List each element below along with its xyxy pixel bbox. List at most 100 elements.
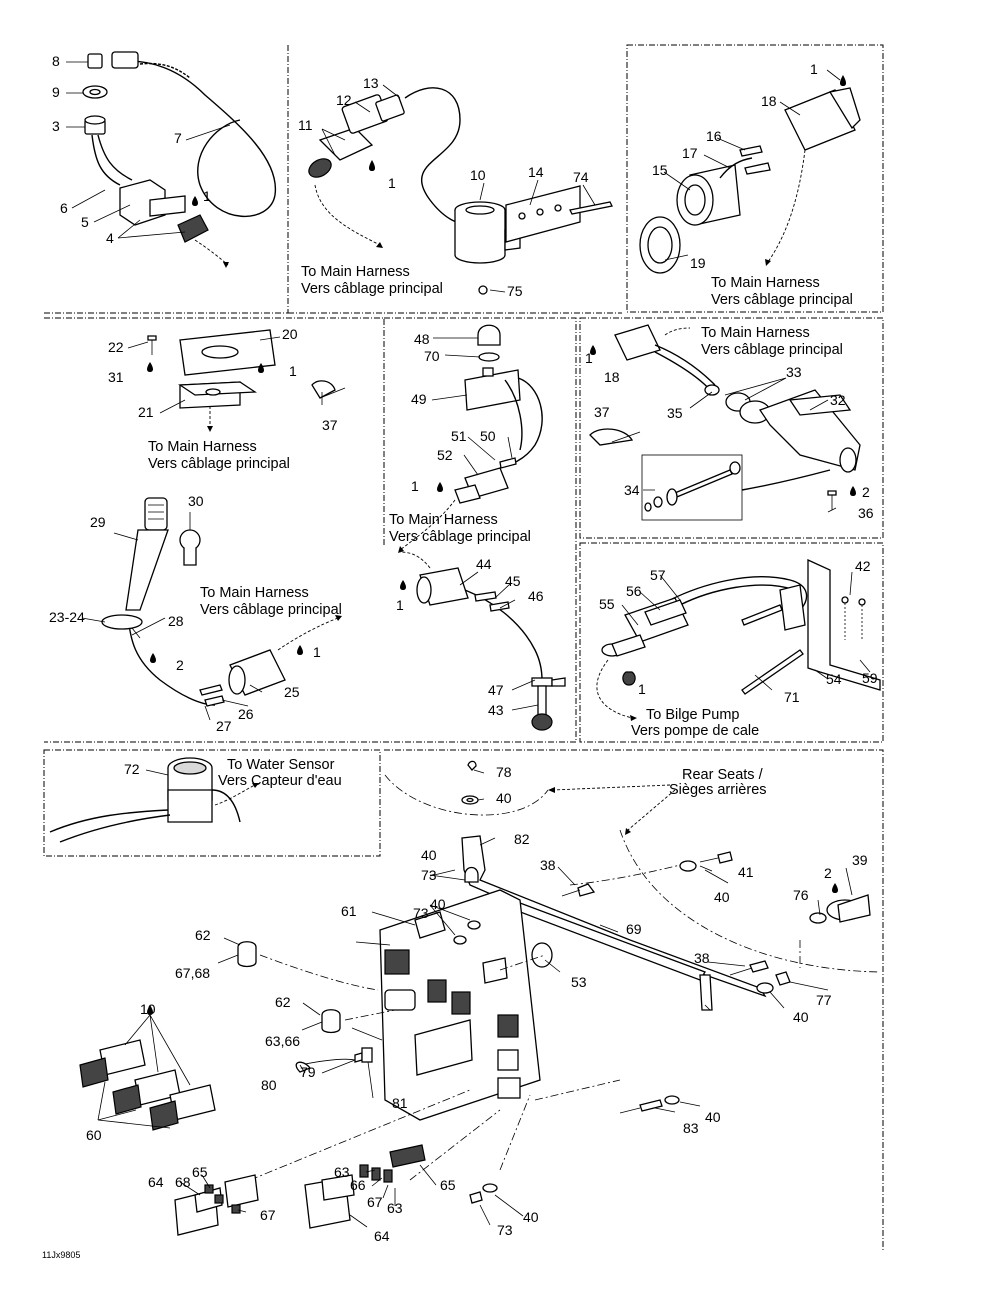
label-1-d: 1 (289, 363, 297, 379)
label-1-c: 1 (810, 61, 818, 77)
label-40-c: 40 (430, 896, 446, 912)
label-74: 74 (573, 169, 589, 185)
label-70: 70 (424, 348, 440, 364)
label-3: 3 (52, 118, 60, 134)
panel-solenoid (308, 87, 613, 295)
label-45: 45 (505, 573, 521, 589)
label-37-a: 37 (322, 417, 338, 433)
panel-speed-sensor (82, 51, 277, 268)
label-41: 41 (738, 864, 754, 880)
caption-main-harness-2: To Main Harness (711, 275, 820, 291)
caption-main-harness-4: To Main Harness (701, 325, 810, 341)
label-52: 52 (437, 447, 453, 463)
label-32: 32 (830, 392, 846, 408)
label-79: 79 (300, 1064, 316, 1080)
label-67-b: 67 (367, 1194, 383, 1210)
label-61: 61 (341, 903, 357, 919)
label-36: 36 (858, 505, 874, 521)
caption-bilge-pump: To Bilge Pump (646, 707, 740, 723)
label-47: 47 (488, 682, 504, 698)
label-12: 12 (336, 92, 352, 108)
label-65-b: 65 (440, 1177, 456, 1193)
label-81: 81 (392, 1095, 408, 1111)
label-65-a: 65 (192, 1164, 208, 1180)
label-26: 26 (238, 706, 254, 722)
label-76: 76 (793, 887, 809, 903)
section-frames (43, 44, 884, 1250)
label-15: 15 (652, 162, 668, 178)
label-40-g: 40 (523, 1209, 539, 1225)
label-5: 5 (81, 214, 89, 230)
label-73-b: 73 (413, 905, 429, 921)
label-80: 80 (261, 1077, 277, 1093)
caption-main-harness-2-fr: Vers câblage principal (711, 292, 853, 308)
label-38-b: 38 (694, 950, 710, 966)
label-4: 4 (106, 230, 114, 246)
label-1-b: 1 (388, 175, 396, 191)
label-11: 11 (298, 117, 313, 133)
label-30: 30 (188, 493, 204, 509)
caption-bilge-pump-fr: Vers pompe de cale (631, 723, 759, 739)
label-1-e: 1 (313, 644, 321, 660)
caption-water-sensor-fr: Vers Capteur d'eau (218, 773, 342, 789)
label-22: 22 (108, 339, 124, 355)
label-54: 54 (826, 671, 842, 687)
drawing-code: 11Jx9805 (42, 1250, 80, 1260)
label-50: 50 (480, 428, 496, 444)
label-68: 68 (175, 1174, 191, 1190)
label-67-a: 67 (260, 1207, 276, 1223)
label-13: 13 (363, 75, 379, 91)
caption-rear-seats-fr: Sièges arrières (669, 782, 767, 798)
label-17: 17 (682, 145, 698, 161)
label-62-b: 62 (275, 994, 291, 1010)
label-21: 21 (138, 404, 154, 420)
label-40-f: 40 (705, 1109, 721, 1125)
label-82: 82 (514, 831, 530, 847)
label-1-i: 1 (638, 681, 646, 697)
label-78: 78 (496, 764, 512, 780)
label-9: 9 (52, 84, 60, 100)
label-18-a: 18 (761, 93, 777, 109)
label-35: 35 (667, 405, 683, 421)
panel-switch (147, 329, 346, 432)
label-63-a: 63 (334, 1164, 350, 1180)
label-59: 59 (862, 670, 878, 686)
panel-electrical-box (79, 760, 881, 1236)
label-49: 49 (411, 391, 427, 407)
label-53: 53 (571, 974, 587, 990)
label-7: 7 (174, 130, 182, 146)
label-31: 31 (108, 369, 124, 385)
label-1-h: 1 (585, 350, 593, 366)
label-39: 39 (852, 852, 868, 868)
caption-main-harness-6: To Main Harness (200, 585, 309, 601)
caption-main-harness-1-fr: Vers câblage principal (301, 281, 443, 297)
label-10-b: 10 (140, 1001, 156, 1017)
label-73-c: 73 (497, 1222, 513, 1238)
caption-main-harness-3-fr: Vers câblage principal (148, 456, 290, 472)
panel-horn-cable (589, 324, 861, 521)
label-43: 43 (488, 702, 504, 718)
label-16: 16 (706, 128, 722, 144)
caption-water-sensor: To Water Sensor (227, 757, 335, 773)
label-40-a: 40 (496, 790, 512, 806)
label-27: 27 (216, 718, 232, 734)
label-63-66: 63,66 (265, 1033, 300, 1049)
label-63-b: 63 (387, 1200, 403, 1216)
label-51: 51 (451, 428, 467, 444)
label-60: 60 (86, 1127, 102, 1143)
label-2-c: 2 (824, 865, 832, 881)
label-66: 66 (350, 1177, 366, 1193)
label-23-24: 23-24 (49, 609, 85, 625)
label-34: 34 (624, 482, 640, 498)
label-28: 28 (168, 613, 184, 629)
part-labels: 8 9 3 7 1 6 5 4 13 12 11 1 10 14 74 75 1… (49, 53, 878, 1244)
captions: To Main Harness Vers câblage principal T… (42, 264, 853, 1260)
label-2-b: 2 (862, 484, 870, 500)
caption-main-harness-5: To Main Harness (389, 512, 498, 528)
panel-nav-light (101, 497, 342, 707)
label-6: 6 (60, 200, 68, 216)
label-64-b: 64 (374, 1228, 390, 1244)
caption-main-harness-1: To Main Harness (301, 264, 410, 280)
label-56: 56 (626, 583, 642, 599)
